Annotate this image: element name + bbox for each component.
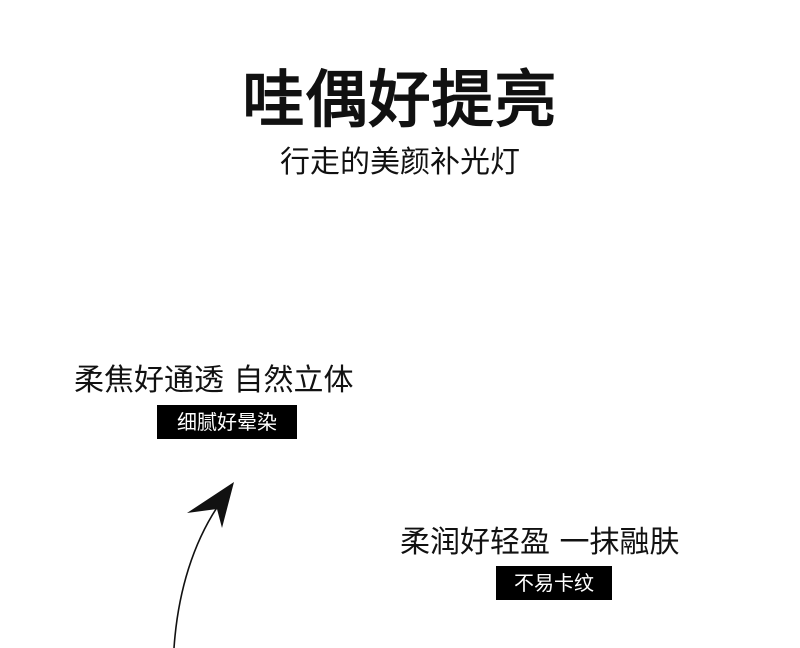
page-title: 哇偶好提亮 xyxy=(242,63,558,136)
feature-1-tag: 细腻好晕染 xyxy=(157,405,297,439)
feature-2-tag: 不易卡纹 xyxy=(496,566,612,600)
page-subtitle: 行走的美颜补光灯 xyxy=(280,145,520,180)
feature-2-title: 柔润好轻盈 一抹融肤 xyxy=(400,525,680,560)
feature-1-title: 柔焦好通透 自然立体 xyxy=(74,363,354,398)
curved-arrow-icon xyxy=(173,482,234,648)
